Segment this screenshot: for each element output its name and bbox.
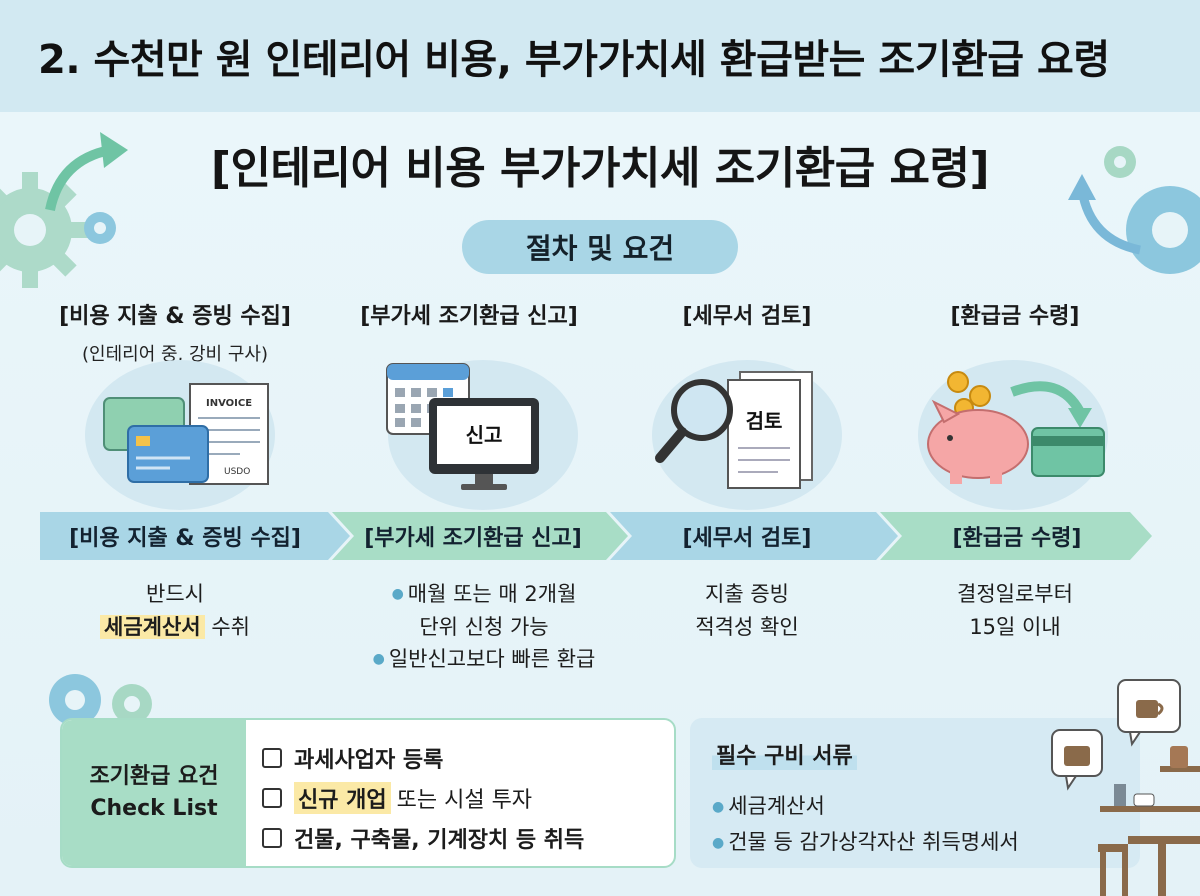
checkbox[interactable] xyxy=(262,748,282,768)
docs-item: ●건물 등 감가상각자산 취득명세서 xyxy=(712,830,1019,854)
gear-arrow-decoration-left xyxy=(0,132,128,288)
docs-item: ●세금계산서 xyxy=(712,794,825,818)
cafe-decoration xyxy=(1051,679,1200,896)
process-arrow-bands xyxy=(40,512,1152,560)
top-banner: 2. 수천만 원 인테리어 비용, 부가가치세 환급받는 조기환급 요령 xyxy=(0,0,1200,112)
piggy-bank-icon xyxy=(927,371,1105,484)
gear-decoration-bottom-left xyxy=(49,674,152,726)
band-step-2: [부가세 조기환급 신고] xyxy=(364,526,582,551)
invoice-label: INVOICE xyxy=(206,398,252,409)
step-4-description: 결정일로부터 15일 이내 xyxy=(957,582,1073,639)
band-step-4: [환급금 수령] xyxy=(952,526,1082,551)
section-pill: 절차 및 요건 xyxy=(462,220,738,274)
step-4-heading: [환급금 수령] xyxy=(950,304,1080,329)
report-label: 신고 xyxy=(466,423,503,447)
page-title: 2. 수천만 원 인테리어 비용, 부가가치세 환급받는 조기환급 요령 xyxy=(38,37,1110,83)
step-3-heading: [세무서 검토] xyxy=(682,304,812,329)
step-1-heading: [비용 지출 & 증빙 수집] xyxy=(59,304,291,329)
magnifier-document-icon: 검토 xyxy=(655,371,813,489)
docs-title: 필수 구비 서류 xyxy=(712,738,857,770)
invoice-amount: USDO xyxy=(224,467,250,477)
gear-arrow-decoration-right xyxy=(1068,146,1200,274)
checklist-item[interactable]: 건물, 구축물, 기계장치 등 취득 xyxy=(262,818,584,858)
calendar-monitor-icon: 신고 xyxy=(386,363,539,490)
step-1-subheading: (인테리어 중, 강비 구사) xyxy=(82,344,268,365)
checkbox[interactable] xyxy=(262,828,282,848)
checklist-item[interactable]: 신규 개업 또는 시설 투자 xyxy=(262,778,584,818)
checklist-title: 조기환급 요건 Check List xyxy=(62,720,246,866)
step-2-heading: [부가세 조기환급 신고] xyxy=(360,304,578,329)
checklist-panel: 조기환급 요건 Check List 과세사업자 등록 신규 개업 또는 시설 … xyxy=(60,718,676,868)
review-label: 검토 xyxy=(746,409,783,433)
main-title: [인테리어 비용 부가가치세 조기환급 요령] xyxy=(210,143,990,194)
band-step-3: [세무서 검토] xyxy=(682,526,812,551)
step-3-description: 지출 증빙 적격성 확인 xyxy=(695,582,799,639)
band-step-1: [비용 지출 & 증빙 수집] xyxy=(69,526,301,551)
invoice-cards-icon: INVOICE USDO xyxy=(103,383,269,485)
tax-invoice-highlight: 세금계산서 xyxy=(100,614,205,639)
checkbox[interactable] xyxy=(262,788,282,808)
checklist-item[interactable]: 과세사업자 등록 xyxy=(262,738,584,778)
step-1-description: 반드시 세금계산서 수취 xyxy=(40,578,310,643)
step-2-description: ●매월 또는 매 2개월 단위 신청 가능 ●일반신고보다 빠른 환급 xyxy=(372,582,596,672)
